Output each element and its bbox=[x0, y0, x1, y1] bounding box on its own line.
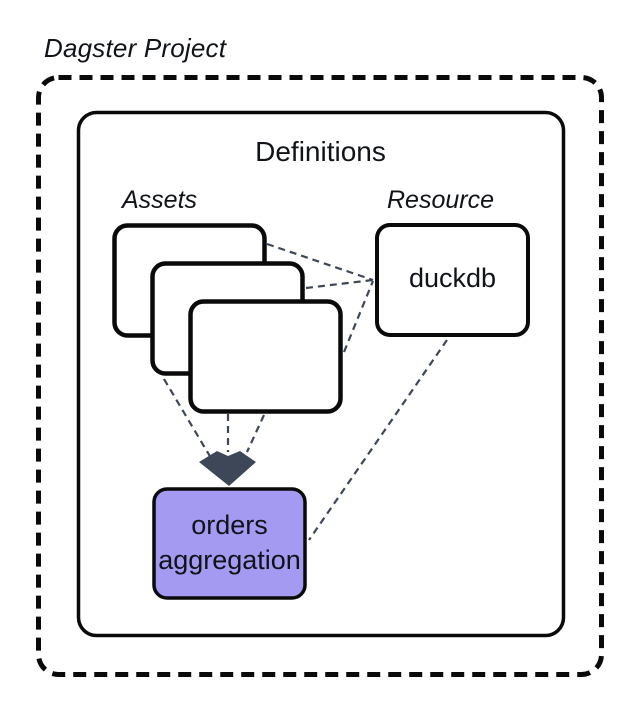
arrowhead-icon bbox=[199, 451, 256, 486]
duckdb-node-label: duckdb bbox=[408, 263, 497, 293]
dagster-project-border bbox=[36, 75, 604, 677]
orders-aggregation-label: orders aggregation bbox=[148, 508, 311, 578]
asset-card-front bbox=[188, 299, 343, 414]
orders-aggregation-box bbox=[152, 487, 307, 600]
orders-aggregation-label-line2: aggregation bbox=[158, 545, 301, 575]
edge-asset-left-to-orders bbox=[163, 378, 212, 459]
edge-asset-back-to-duckdb bbox=[266, 242, 374, 282]
orders-aggregation-label-line1: orders bbox=[191, 510, 268, 540]
edge-asset-right-to-orders bbox=[246, 414, 265, 453]
edge-duckdb-to-orders bbox=[308, 339, 448, 541]
duckdb-box bbox=[375, 223, 530, 337]
resource-label: Resource bbox=[387, 186, 494, 214]
definitions-label: Definitions bbox=[255, 136, 386, 167]
edge-asset-front-to-duckdb bbox=[342, 280, 375, 353]
assets-label: Assets bbox=[122, 186, 198, 214]
diagram-title: Dagster Project bbox=[44, 33, 227, 63]
edge-group bbox=[163, 242, 448, 541]
